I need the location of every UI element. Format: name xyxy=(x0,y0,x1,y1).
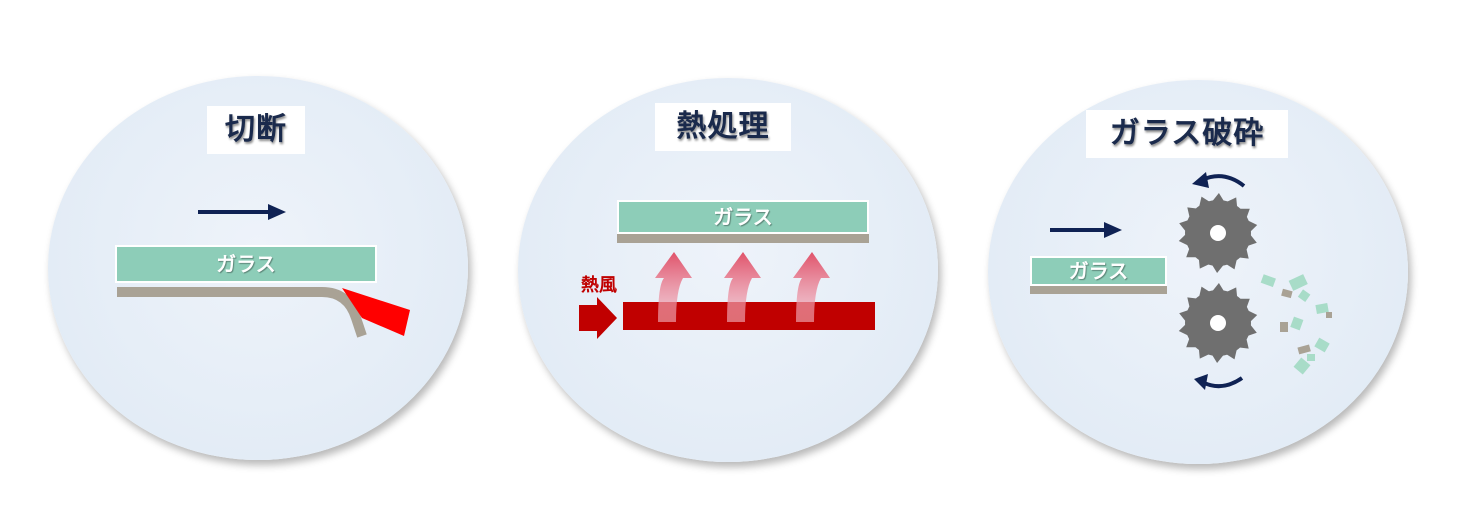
cutter-blade-icon xyxy=(342,288,410,336)
film-layer xyxy=(617,234,869,243)
film-layer xyxy=(1030,286,1167,294)
glass-sheet: ガラス xyxy=(1030,256,1167,286)
direction-arrow-icon xyxy=(1050,222,1122,238)
gear-hub xyxy=(1210,225,1226,241)
crusher-gear-icon xyxy=(1178,283,1258,363)
crusher-gear-icon xyxy=(1178,193,1258,273)
crushing-title: ガラス破砕 xyxy=(1086,110,1288,158)
film-peel xyxy=(117,287,367,338)
heat-rising-arrow-icon xyxy=(655,252,830,322)
heat-title: 熱処理 xyxy=(655,103,791,151)
glass-fragment-icon xyxy=(1260,274,1332,375)
gear-hub xyxy=(1210,315,1226,331)
glass-sheet: ガラス xyxy=(617,200,869,234)
hot-air-arrow-icon xyxy=(579,297,617,339)
rotation-arrow-icon xyxy=(1192,172,1246,188)
cutting-title: 切断 xyxy=(207,106,305,154)
direction-arrow-icon xyxy=(198,204,286,220)
rotation-arrow-icon xyxy=(1194,374,1244,390)
hot-air-label: 熱風 xyxy=(581,275,617,296)
glass-sheet: ガラス xyxy=(115,245,377,283)
